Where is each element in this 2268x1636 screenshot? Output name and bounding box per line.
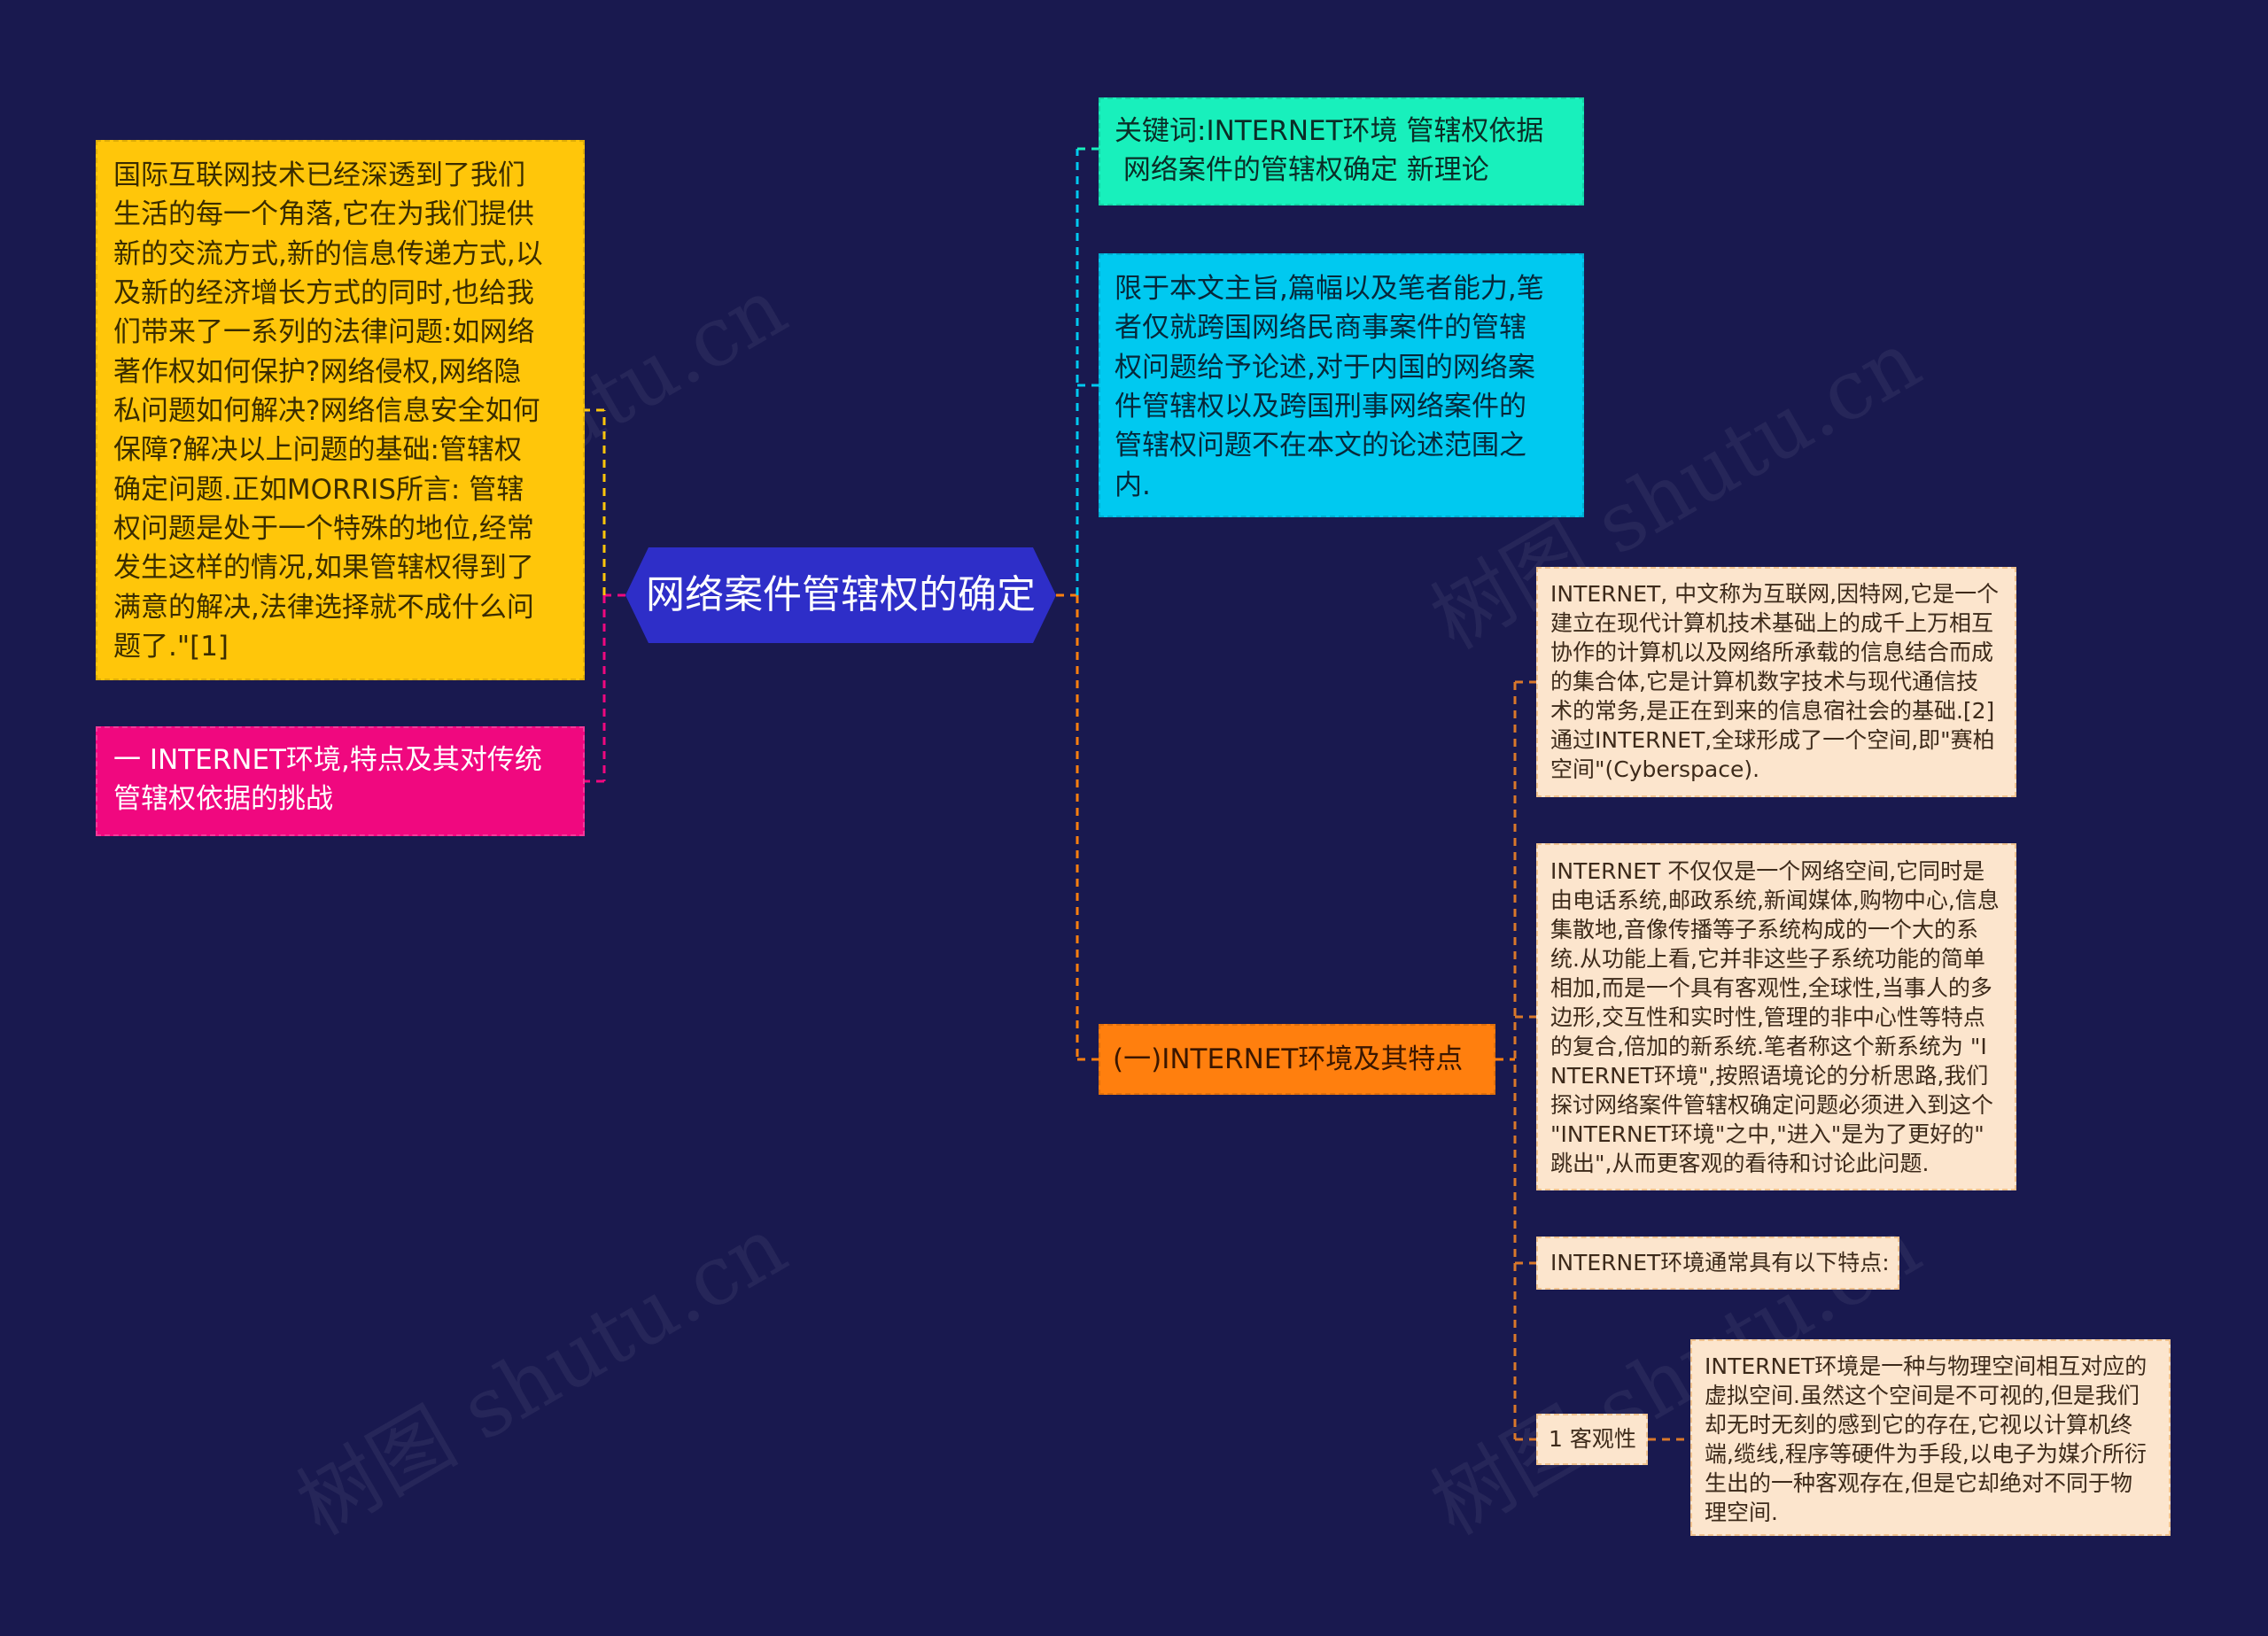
section1-line: 一 INTERNET环境,特点及其对传统 [113, 744, 542, 776]
intro-line: 满意的解决,法律选择就不成什么问 [113, 591, 534, 624]
definition-line: INTERNET, 中文称为互联网,因特网,它是一个 [1550, 581, 2000, 607]
definition-node[interactable]: INTERNET, 中文称为互联网,因特网,它是一个 建立在现代计算机技术基础上… [1536, 567, 2016, 797]
objective-desc-line: INTERNET环境是一种与物理空间相互对应的 [1705, 1353, 2148, 1379]
section1-line: 管辖权依据的挑战 [113, 783, 333, 816]
objective-desc-line: 虚拟空间.虽然这个空间是不可视的,但是我们 [1705, 1383, 2140, 1408]
objective-desc-line: 端,缆线,程序等硬件为手段,以电子为媒介所衍 [1705, 1441, 2147, 1467]
objective-desc-line: 理空间. [1705, 1500, 1778, 1525]
system-line: 集散地,音像传播等子系统构成的一个大的系 [1550, 917, 1978, 942]
objective-desc-line: 却无时无刻的感到它的存在,它视以计算机终 [1705, 1412, 2132, 1438]
system-node[interactable]: INTERNET 不仅仅是一个网络空间,它同时是 由电话系统,邮政系统,新闻媒体… [1536, 843, 2016, 1190]
system-line: INTERNET 不仅仅是一个网络空间,它同时是 [1550, 858, 1985, 884]
scope-node[interactable]: 限于本文主旨,篇幅以及笔者能力,笔 者仅就跨国网络民商事案件的管辖 权问题给予论… [1099, 253, 1584, 517]
scope-line: 权问题给予论述,对于内国的网络案 [1115, 351, 1535, 384]
intro-line: 私问题如何解决?网络信息安全如何 [113, 394, 540, 427]
system-line: "INTERNET环境"之中,"进入"是为了更好的" [1550, 1121, 1984, 1147]
watermark-2: 树图 shutu.cn [282, 1198, 802, 1554]
intro-line: 保障?解决以上问题的基础:管辖权 [113, 434, 522, 467]
definition-line: 通过INTERNET,全球形成了一个空间,即"赛柏 [1550, 727, 1995, 753]
env-node[interactable]: (一)INTERNET环境及其特点 [1099, 1024, 1495, 1095]
definition-line: 术的常务,是正在到来的信息宿社会的基础.[2] [1550, 698, 1995, 724]
intro-line: 新的交流方式,新的信息传递方式,以 [113, 237, 543, 270]
scope-line: 限于本文主旨,篇幅以及笔者能力,笔 [1115, 273, 1544, 305]
system-line: 由电话系统,邮政系统,新闻媒体,购物中心,信息 [1550, 888, 2000, 913]
system-line: 边形,交互性和实时性,管理的非中心性等特点 [1550, 1004, 1985, 1030]
definition-line: 协作的计算机以及网络所承载的信息结合而成 [1550, 640, 1994, 665]
scope-line: 内. [1115, 469, 1151, 501]
intro-line: 们带来了一系列的法律问题:如网络 [113, 316, 535, 349]
system-line: 统.从功能上看,它并非这些子系统功能的简单 [1550, 946, 1985, 972]
intro-line: 权问题是处于一个特殊的地位,经常 [113, 512, 534, 545]
objective-desc-line: 生出的一种客观存在,但是它却绝对不同于物 [1705, 1470, 2132, 1496]
intro-line: 著作权如何保护?网络侵权,网络隐 [113, 355, 522, 388]
system-line: NTERNET环境",按照语境论的分析思路,我们 [1550, 1063, 1989, 1089]
objective-node[interactable]: 1 客观性 [1536, 1414, 1648, 1465]
scope-line: 管辖权问题不在本文的论述范围之 [1115, 430, 1526, 462]
keywords-node[interactable]: 关键词:INTERNET环境 管辖权依据 网络案件的管辖权确定 新理论 [1099, 97, 1584, 205]
keywords-line: 关键词:INTERNET环境 管辖权依据 [1115, 115, 1544, 147]
scope-line: 者仅就跨国网络民商事案件的管辖 [1115, 312, 1526, 345]
system-line: 探讨网络案件管辖权确定问题必须进入到这个 [1550, 1092, 1994, 1118]
intro-line: 国际互联网技术已经深透到了我们 [113, 159, 525, 191]
intro-line: 生活的每一个角落,它在为我们提供 [113, 198, 534, 231]
intro-line: 发生这样的情况,如果管辖权得到了 [113, 552, 534, 585]
definition-line: 建立在现代计算机技术基础上的成千上万相互 [1550, 610, 1994, 636]
intro-line: 及新的经济增长方式的同时,也给我 [113, 276, 534, 309]
intro-node[interactable]: 国际互联网技术已经深透到了我们 生活的每一个角落,它在为我们提供 新的交流方式,… [96, 140, 585, 680]
system-line: 的复合,倍加的新系统.笔者称这个新系统为 "I [1550, 1034, 1987, 1059]
keywords-line: 网络案件的管辖权确定 新理论 [1115, 154, 1489, 187]
section1-node[interactable]: 一 INTERNET环境,特点及其对传统 管辖权依据的挑战 [96, 726, 585, 836]
objective-desc-node[interactable]: INTERNET环境是一种与物理空间相互对应的 虚拟空间.虽然这个空间是不可视的… [1690, 1339, 2171, 1536]
system-line: 跳出",从而更客观的看待和讨论此问题. [1550, 1151, 1930, 1176]
scope-line: 件管辖权以及跨国刑事网络案件的 [1115, 390, 1526, 423]
definition-line: 的集合体,它是计算机数字技术与现代通信技 [1550, 669, 1978, 694]
definition-line: 空间"(Cyberspace). [1550, 756, 1760, 782]
features-node[interactable]: INTERNET环境通常具有以下特点: [1536, 1237, 1899, 1290]
system-line: 相加,而是一个具有客观性,全球性,当事人的多 [1550, 975, 1992, 1001]
intro-line: 题了."[1] [113, 630, 229, 663]
intro-line: 确定问题.正如MORRIS所言: 管辖 [113, 473, 524, 506]
root-topic[interactable]: 网络案件管辖权的确定 [625, 547, 1056, 643]
